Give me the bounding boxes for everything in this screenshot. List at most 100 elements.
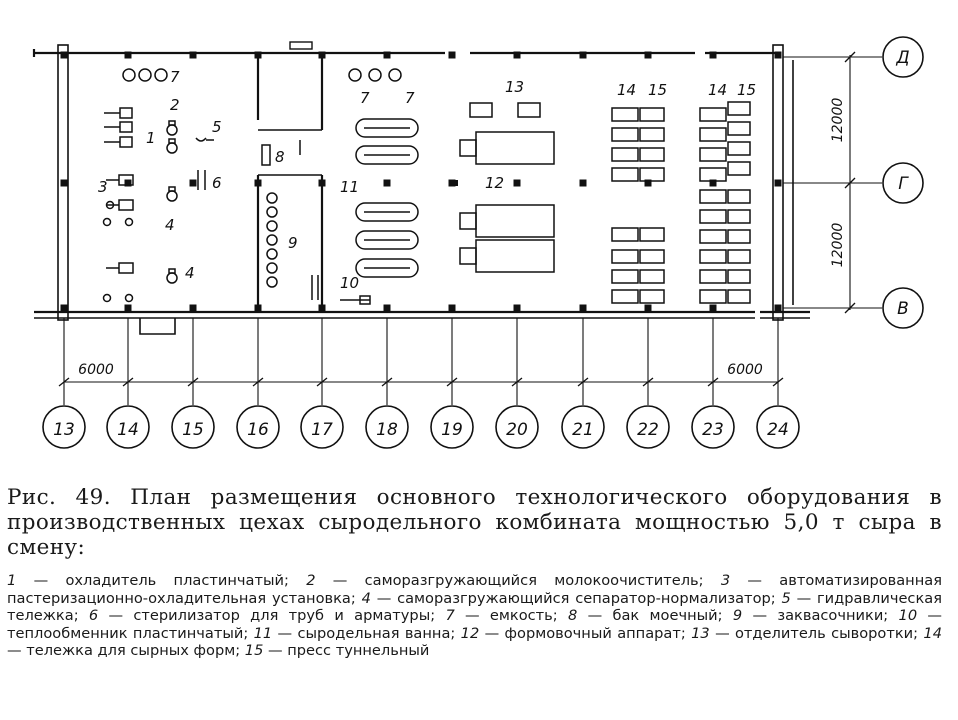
column — [254, 179, 262, 187]
form-trolley-14 — [699, 269, 727, 284]
equipment-label: 1 — [146, 129, 156, 147]
legend-text: — автоматизированная пастеризационно-охл… — [7, 572, 942, 607]
equipment-label: 8 — [275, 148, 285, 166]
legend-item: 12 — формовочный аппарат; — [461, 625, 691, 642]
legend-text: — стерилизатор для труб и арматуры; — [98, 607, 446, 625]
separator-top — [168, 138, 176, 144]
tank-7 — [368, 68, 382, 82]
dimension-side_bottom: 12000 — [830, 223, 846, 268]
tunnel-press-15 — [727, 161, 751, 176]
whey-separator-13 — [469, 102, 493, 118]
form-trolley-14 — [611, 127, 639, 142]
equipment-label: 12 — [485, 174, 504, 192]
dimension-tick — [187, 377, 199, 387]
tunnel-press-15 — [639, 107, 665, 122]
column-mid — [452, 180, 458, 186]
column-mid — [645, 180, 651, 186]
column-mid — [580, 180, 586, 186]
column — [254, 51, 262, 59]
equipment-label: 15 — [648, 81, 667, 99]
starter-tank-9 — [266, 234, 278, 246]
dimension-tick — [577, 377, 589, 387]
axis-label-15: 15 — [182, 420, 204, 440]
equipment-label: 14 — [617, 81, 636, 99]
separator-unit — [166, 142, 178, 154]
tunnel-press-15 — [727, 289, 751, 304]
equipment-label: 7 — [360, 89, 370, 107]
column — [189, 51, 197, 59]
axis-label-16: 16 — [247, 420, 269, 440]
column — [774, 179, 782, 187]
tunnel-press-15 — [727, 229, 751, 244]
legend-number: 2 — [306, 572, 316, 589]
form-trolley-14 — [611, 107, 639, 122]
separator-unit — [166, 272, 178, 284]
axis-bubble — [882, 36, 924, 78]
small-unit — [124, 293, 134, 303]
axis-label-19: 19 — [441, 420, 463, 440]
column — [774, 51, 782, 59]
equipment-label: 9 — [288, 234, 298, 252]
legend-item: 1 — охладитель пластинчатый; — [7, 572, 306, 589]
legend-item: 14 — тележка для сырных форм; — [7, 625, 942, 660]
column — [709, 179, 717, 187]
legend-number: 8 — [568, 607, 578, 625]
axis-bubble — [561, 405, 605, 449]
legend-text: — формовочный аппарат; — [479, 624, 692, 642]
column — [318, 304, 326, 312]
column — [579, 51, 587, 59]
form-trolley-14 — [699, 249, 727, 264]
legend-number: 11 — [253, 624, 273, 642]
axis-bubble — [236, 405, 280, 449]
column — [579, 304, 587, 312]
dimension-tick — [446, 377, 458, 387]
column — [709, 51, 717, 59]
legend-text: — емкость; — [454, 607, 568, 625]
column — [318, 179, 326, 187]
starter-tank-9 — [266, 220, 278, 232]
legend-item: 6 — стерилизатор для труб и арматуры; — [89, 607, 446, 624]
dimension-tick — [122, 377, 134, 387]
equipment-label: 7 — [170, 68, 180, 86]
legend-text: — теплообменник пластинчатый; — [7, 607, 943, 642]
column — [383, 304, 391, 312]
legend-text: — бак моечный; — [577, 607, 733, 625]
grid-axes — [42, 36, 924, 449]
legend-item: 5 — гидравлическая тележка; — [7, 590, 942, 625]
dimension-tick — [252, 377, 264, 387]
axis-bubble — [365, 405, 409, 449]
moulding-hopper — [459, 212, 477, 230]
equipment-label: 13 — [505, 78, 524, 96]
legend-text: — саморазгружающийся сепаратор-нормализа… — [370, 589, 782, 607]
form-trolley-14 — [699, 147, 727, 162]
column — [124, 304, 132, 312]
cheese-vat-11 — [355, 258, 419, 278]
legend-number: 9 — [732, 607, 743, 625]
dimension-tick — [511, 377, 523, 387]
separator-unit — [166, 124, 178, 136]
column — [124, 51, 132, 59]
small-unit — [102, 217, 112, 227]
legend-number: 14 — [923, 624, 942, 642]
axis-label-13: 13 — [53, 420, 75, 440]
cheese-vat-11 — [355, 230, 419, 250]
whey-separator-13 — [517, 102, 541, 118]
tunnel-press-15 — [727, 249, 751, 264]
legend-text: — саморазгружающийся молокоочиститель; — [315, 572, 721, 589]
form-trolley-14 — [699, 229, 727, 244]
column — [189, 304, 197, 312]
starter-tank-9 — [266, 248, 278, 260]
legend-number: 12 — [460, 624, 480, 642]
axis-label-24: 24 — [767, 420, 789, 440]
column — [318, 51, 326, 59]
separator-top — [168, 120, 176, 126]
tunnel-press-15 — [727, 209, 751, 224]
form-trolley-14 — [611, 249, 639, 264]
dimension-tick — [58, 377, 70, 387]
form-trolley-14 — [611, 227, 639, 242]
small-unit — [105, 200, 115, 210]
column — [60, 179, 68, 187]
cheese-vat-11 — [355, 145, 419, 165]
tunnel-press-15 — [727, 189, 751, 204]
